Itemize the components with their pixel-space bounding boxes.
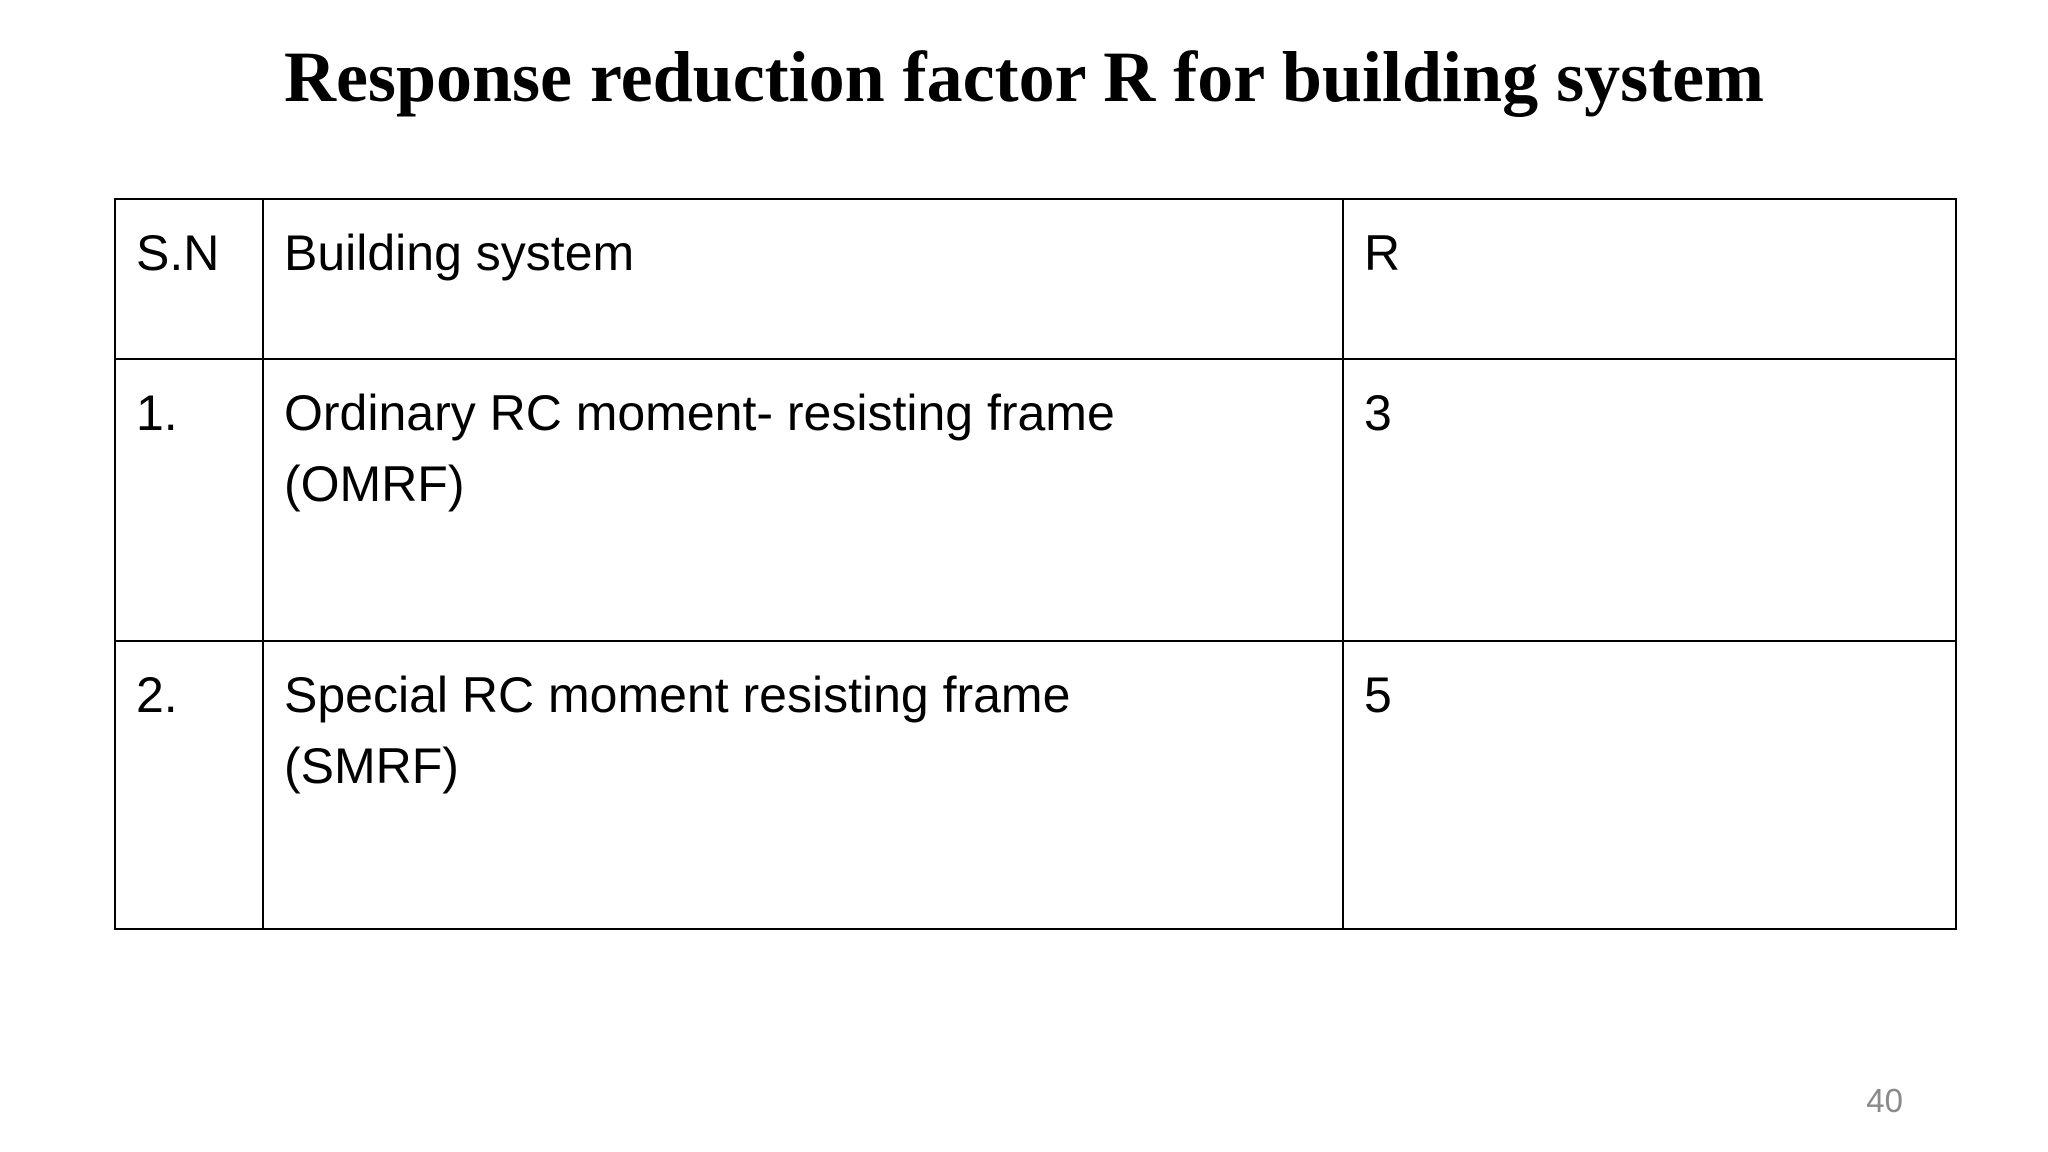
cell-building-system: Ordinary RC moment- resisting frame (OMR… (262, 358, 1344, 642)
header-cell-building-system: Building system (262, 198, 1344, 360)
cell-building-system: Special RC moment resisting frame (SMRF) (262, 640, 1344, 930)
system-abbreviation: (OMRF) (284, 456, 465, 512)
cell-r-value: 3 (1342, 358, 1957, 642)
header-cell-r: R (1342, 198, 1957, 360)
system-name: Ordinary RC moment- resisting frame (284, 385, 1115, 441)
cell-sn: 1. (114, 358, 264, 642)
cell-sn: 2. (114, 640, 264, 930)
table-row: 2. Special RC moment resisting frame (SM… (114, 640, 1957, 930)
slide-title: Response reduction factor R for building… (283, 37, 1765, 117)
response-reduction-factor-table: S.N Building system R 1. Ordinary RC mom… (114, 198, 1957, 930)
cell-r-value: 5 (1342, 640, 1957, 930)
page-number: 40 (1866, 1082, 1903, 1119)
table-row: 1. Ordinary RC moment- resisting frame (… (114, 358, 1957, 642)
table-header-row: S.N Building system R (114, 198, 1957, 360)
system-abbreviation: (SMRF) (284, 738, 459, 794)
header-cell-sn: S.N (114, 198, 264, 360)
system-name: Special RC moment resisting frame (284, 667, 1071, 723)
